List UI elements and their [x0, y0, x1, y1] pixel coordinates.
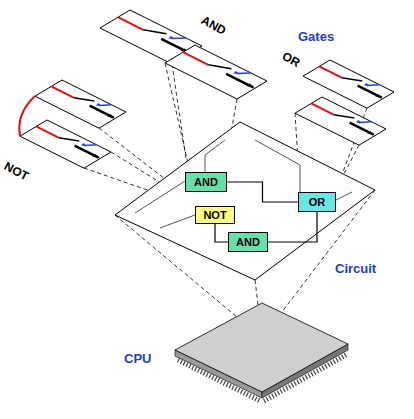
- gate-label: OR: [280, 50, 302, 70]
- section-label: Circuit: [335, 262, 376, 276]
- gate-label: AND: [199, 14, 228, 38]
- gate-name: AND: [194, 176, 218, 188]
- board-traces: [135, 140, 352, 228]
- circuit-wire: [268, 212, 317, 242]
- board-trace: [135, 181, 185, 213]
- not-gate-plane: [20, 120, 111, 168]
- gate-box: NOT: [195, 206, 235, 224]
- gate-name: AND: [236, 236, 260, 248]
- board-trace: [205, 140, 225, 172]
- circuit-wire: [227, 182, 298, 202]
- chip-top: [175, 303, 348, 392]
- circuit-wire: [215, 224, 228, 242]
- gate-name: OR: [309, 196, 326, 208]
- board-trace: [255, 140, 300, 192]
- chip-label: CPU: [124, 352, 151, 366]
- gate-name: NOT: [203, 209, 226, 221]
- circuit-board: [115, 122, 375, 280]
- gate-box: OR: [298, 192, 336, 212]
- gate-box: AND: [185, 172, 227, 192]
- and-gate-plane: [165, 45, 267, 99]
- leader-line: [165, 63, 190, 172]
- not-feed-wire: [19, 96, 35, 136]
- board-trace: [336, 192, 352, 200]
- or-gate-plane: [295, 97, 386, 145]
- leader-line: [172, 64, 188, 172]
- section-label: Gates: [298, 30, 334, 44]
- gate-label: NOT: [2, 160, 31, 184]
- board-trace: [160, 215, 195, 228]
- gate-box: AND: [228, 232, 268, 252]
